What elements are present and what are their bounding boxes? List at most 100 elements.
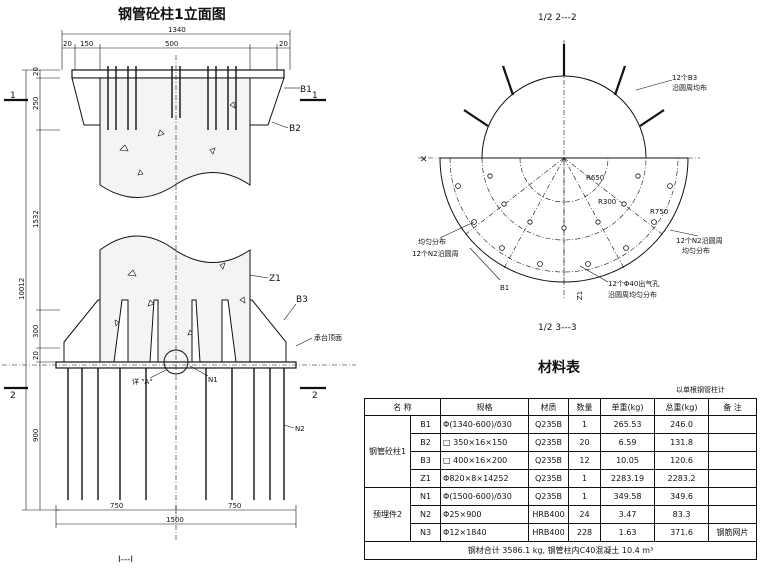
section-mark-1-right: 1 [312,91,318,101]
cell-code: B2 [409,433,442,452]
cell-material: Q235B [528,451,570,470]
plan-note-3: 均匀分布 [682,246,710,255]
cell-total-weight: 120.6 [654,451,710,470]
material-note: 以单根钢管柱计 [676,385,725,394]
cell-remark [708,505,758,524]
cell-qty: 1 [568,469,602,488]
cell-remark [708,415,758,434]
label-n1: N1 [208,376,218,384]
table-row: 钢管砼柱1 B1 Φ(1340-600)/δ30 Q235B 1 265.53 … [364,415,758,488]
table-row: 预埋件2 N1 Φ(1500-600)/δ30 Q235B 1 349.58 3… [364,487,758,542]
group-name: 预埋件2 [364,487,411,542]
cell-remark: 钢筋网片 [708,523,758,542]
cell-total-weight: 2283.2 [654,469,710,488]
plan-title-bottom: 1/2 3---3 [538,323,577,333]
upper-anchor-bars [107,66,237,130]
left-dimensions: 20 250 1532 10012 300 20 900 [18,67,60,511]
column-elevation: 钢管砼柱1立面图 20 150 1340 500 20 [2,6,356,565]
bottom-dimensions: 750 750 1500 [55,502,297,528]
cell-total-weight: 371.6 [654,523,710,542]
cell-qty: 24 [568,505,602,524]
plan-note-6: 12个Φ40出气孔 [608,279,659,288]
n2-leader [669,229,699,237]
cell-spec: Φ820×8×14252 [440,469,530,488]
cell-unit-weight: 265.53 [600,415,656,434]
cell-qty: 1 [568,487,602,506]
cell-qty: 12 [568,451,602,470]
dim-left-5: 20 [32,351,40,360]
plan-title-top: 1/2 2---2 [538,13,577,23]
lower-ribs [63,299,287,363]
plan-note-b3: 12个B3 [672,74,697,82]
label-z1: Z1 [269,274,281,284]
cell-remark [708,487,758,506]
vent-leader [579,265,609,283]
section-mark-1-left: 1 [10,91,16,101]
header-material: 材质 [528,398,570,416]
cell-spec: Φ12×1840 [440,523,530,542]
dim-bottom-1: 750 [228,502,241,510]
half-section-plan: 1/2 2---2 12个B3 沿圆周均布 ✕ [412,13,723,333]
plan-note-5: 12个N2沿圆周 [412,249,459,258]
top-flange-plate [71,69,285,79]
concrete-speckle-upper [119,101,236,176]
top-dimensions: 20 150 1340 500 20 [61,26,291,70]
dim-bottom-0: 750 [110,502,123,510]
cell-qty: 228 [568,523,602,542]
cell-unit-weight: 6.59 [600,433,656,452]
radius-r300: R300 [598,198,616,206]
plan-axis-mark: ✕ [420,155,428,165]
dim-top-4: 20 [279,40,288,48]
section-markers: 1 1 2 2 [4,91,326,401]
table-total-row: 钢材合计 3586.1 kg, 钢管柱内C40混凝土 10.4 m³ [363,541,758,560]
cell-code: B3 [409,451,442,470]
dim-left-4: 300 [32,325,40,338]
cell-code: N2 [409,505,442,524]
dim-left-0: 20 [32,67,40,76]
cell-spec: Φ(1340-600)/δ30 [440,415,530,434]
upper-rib-right [249,77,285,126]
cell-unit-weight: 3.47 [600,505,656,524]
header-qty: 数量 [568,398,602,416]
column-semicircle [481,75,647,159]
label-b3: B3 [296,295,308,305]
embedded-bars [67,368,285,500]
cell-unit-weight: 10.05 [600,451,656,470]
cell-remark [708,433,758,452]
table-row: N3 Φ12×1840 HRB400 228 1.63 371.6 钢筋网片 [365,523,758,542]
label-b2: B2 [289,124,301,134]
table-row: B2 □ 350×16×150 Q235B 20 6.59 131.8 [365,433,758,452]
cell-code: N1 [409,487,442,506]
dim-left-3: 10012 [18,278,26,300]
dim-top-0: 20 [63,40,72,48]
header-remark: 备 注 [708,398,758,416]
material-title: 材料表 [538,359,581,376]
upper-rib-left [71,77,101,126]
table-header-row: 名 称 规格 材质 数量 单重(kg) 总重(kg) 备 注 [363,398,758,416]
header-spec: 规格 [440,398,530,416]
label-b1: B1 [300,85,312,95]
cell-material: Q235B [528,433,570,452]
cell-code: B1 [409,415,442,434]
dim-top-1: 150 [80,40,93,48]
upper-column-concrete [99,77,251,198]
cell-qty: 20 [568,433,602,452]
table-row: B3 □ 400×16×200 Q235B 12 10.05 120.6 [365,451,758,470]
section-mark-2-left: 2 [10,391,16,401]
cell-total-weight: 83.3 [654,505,710,524]
plan-note-7: 沿圆周均匀分布 [608,290,657,299]
lower-column-concrete [99,235,251,363]
plan-note-4: 均匀分布 [418,237,446,246]
cell-code: Z1 [409,469,442,488]
section-mark-2-right: 2 [312,391,318,401]
section-title: I---I [118,555,133,565]
radius-r650: R650 [586,174,604,182]
cell-code: N3 [409,523,442,542]
flange-outer [439,157,689,283]
total-text: 钢材合计 3586.1 kg, 钢管柱内C40混凝土 10.4 m³ [363,541,758,560]
b1-leader [469,247,501,281]
flange-inner-ring [449,157,679,273]
plan-label-b1: B1 [500,284,509,292]
dim-left-6: 900 [32,429,40,442]
